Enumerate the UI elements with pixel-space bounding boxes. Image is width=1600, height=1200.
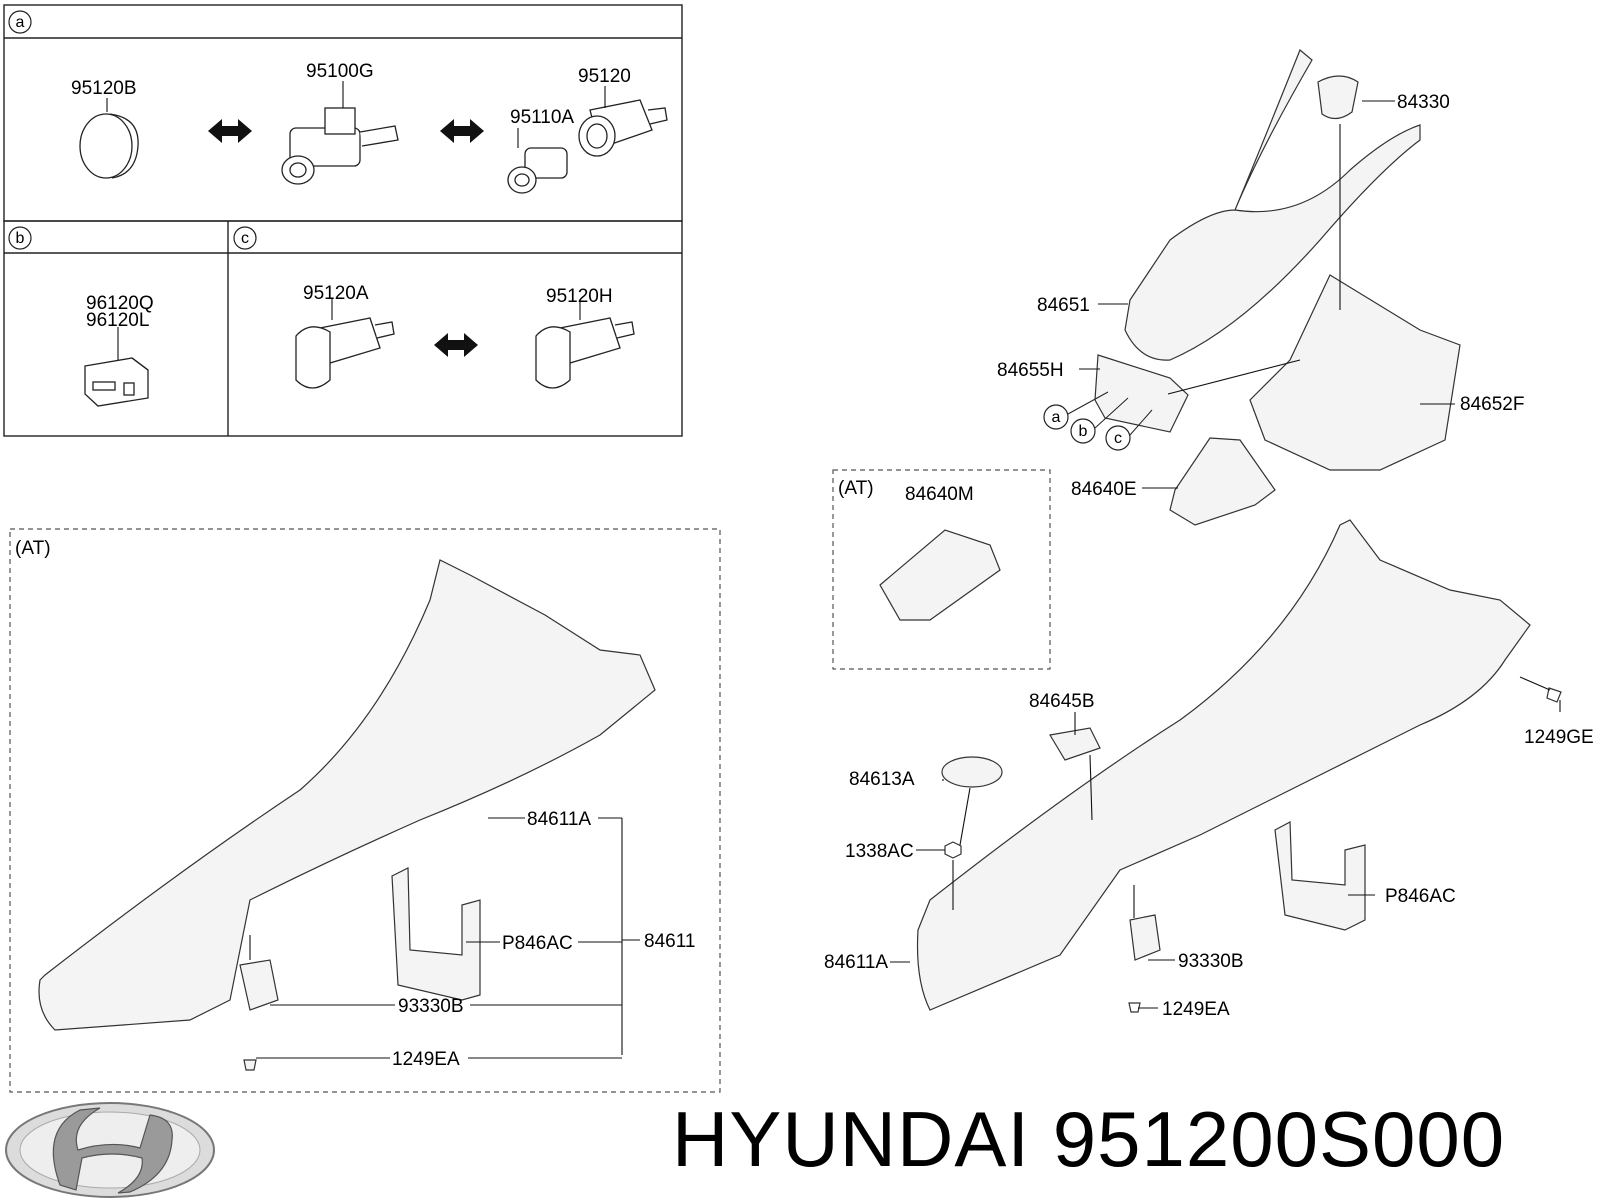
- label-95120A: 95120A: [303, 283, 369, 304]
- label-1249GE: 1249GE: [1524, 727, 1594, 748]
- label-95120B: 95120B: [71, 78, 137, 99]
- label-93330B-right: 93330B: [1178, 951, 1244, 972]
- marker-a: a: [16, 14, 25, 31]
- part-1249EA-left-shape: [243, 1059, 257, 1071]
- part-P846AC-right-shape: [1274, 821, 1366, 931]
- at-left-frame: [9, 528, 721, 1093]
- part-95120H-shape: [535, 317, 635, 389]
- marker-b-circle: [8, 226, 32, 250]
- part-93330B-right-shape: [1129, 914, 1161, 961]
- callout-a: a: [1052, 409, 1061, 426]
- part-84651-shape: [1124, 49, 1421, 361]
- label-96120L: 96120L: [86, 310, 149, 331]
- part-84640M-shape: [879, 529, 1001, 621]
- marker-a-circle: [8, 10, 32, 34]
- callout-a-circle: [1043, 404, 1069, 430]
- part-1338AC-shape: [944, 841, 962, 859]
- part-84640E-shape: [1169, 437, 1276, 526]
- callout-c: c: [1114, 430, 1122, 447]
- part-84652F-shape: [1249, 274, 1461, 471]
- part-P846AC-left-shape: [391, 867, 481, 1001]
- at-left-label: (AT): [15, 538, 51, 559]
- footer-title: HYUNDAI 951200S000: [672, 1100, 1505, 1178]
- callout-b: b: [1079, 423, 1088, 440]
- label-P846AC-right: P846AC: [1385, 886, 1456, 907]
- part-95110A-shape: [507, 147, 568, 194]
- double-arrow-icon: [208, 119, 484, 357]
- label-84655H: 84655H: [997, 360, 1064, 381]
- part-84645B-shape: [1049, 727, 1101, 761]
- part-95120B-shape: [79, 113, 133, 179]
- label-P846AC-left: P846AC: [502, 933, 573, 954]
- label-96120Q: 96120Q: [86, 293, 154, 314]
- label-84651: 84651: [1037, 295, 1090, 316]
- label-84613A: 84613A: [849, 769, 915, 790]
- box-bc-frame: [3, 220, 683, 437]
- label-93330B-left: 93330B: [398, 996, 464, 1017]
- marker-b: b: [16, 230, 25, 247]
- footer-part-number: 951200S000: [1052, 1095, 1506, 1183]
- label-1249EA-right: 1249EA: [1162, 999, 1230, 1020]
- label-95120H: 95120H: [546, 286, 613, 307]
- at-mid-label: (AT): [838, 478, 874, 499]
- part-96120Q-shape: [84, 357, 149, 407]
- part-84655H-shape: [1094, 354, 1189, 433]
- marker-c: c: [241, 230, 249, 247]
- part-95120-shape: [578, 99, 668, 157]
- at-mid-frame: [832, 469, 1051, 670]
- part-93330B-left-shape: [239, 959, 279, 1011]
- part-84613A-shape: [941, 756, 1003, 788]
- label-84330: 84330: [1397, 92, 1450, 113]
- footer-brand: HYUNDAI: [672, 1095, 1031, 1183]
- label-84611A-left: 84611A: [527, 809, 591, 830]
- marker-c-circle: [233, 226, 257, 250]
- part-95100G-shape: [281, 107, 399, 185]
- label-84645B: 84645B: [1029, 691, 1095, 712]
- label-84652F: 84652F: [1460, 394, 1524, 415]
- label-84611-left: 84611: [644, 931, 695, 952]
- label-95110A: 95110A: [510, 107, 574, 128]
- label-95120: 95120: [578, 66, 631, 87]
- label-84640M: 84640M: [905, 484, 974, 505]
- label-84640E: 84640E: [1071, 479, 1137, 500]
- hyundai-logo-icon: [5, 1102, 215, 1198]
- lower-console-right-shape: [916, 519, 1531, 1011]
- part-95120A-shape: [295, 317, 395, 389]
- callout-c-circle: [1105, 425, 1131, 451]
- callout-b-circle: [1070, 418, 1096, 444]
- label-1249EA-left: 1249EA: [392, 1049, 460, 1070]
- part-84330-shape: [1317, 75, 1359, 120]
- part-1249EA-right-shape: [1128, 1002, 1141, 1013]
- label-84611A-right: 84611A: [824, 952, 888, 973]
- label-95100G: 95100G: [306, 61, 374, 82]
- label-1338AC: 1338AC: [845, 841, 914, 862]
- lower-console-left-shape: [38, 559, 656, 1031]
- part-1249GE-shape: [1546, 687, 1562, 703]
